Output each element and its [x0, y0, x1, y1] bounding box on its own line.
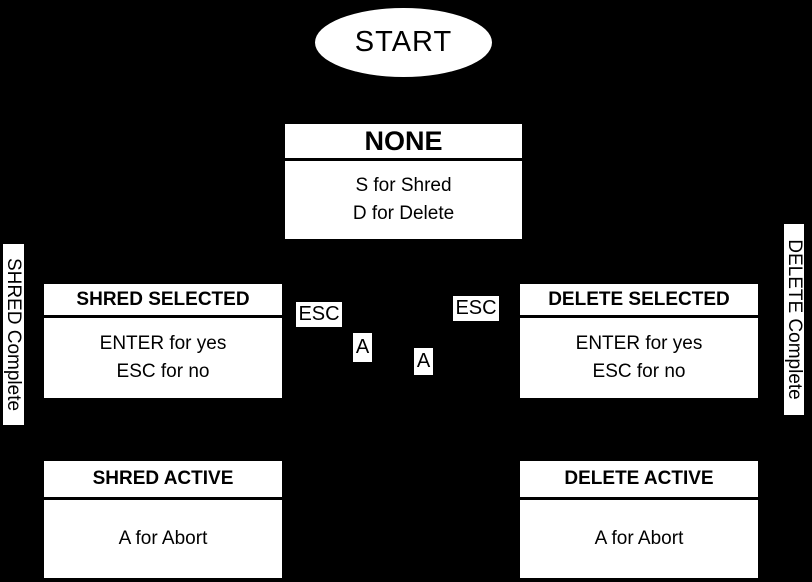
state-shred-active-line: A for Abort — [118, 528, 208, 549]
state-shred-selected-line: ESC for no — [116, 361, 210, 382]
edge-label-esc-right: ESC — [453, 296, 499, 321]
side-label-shred-complete: SHRED Complete — [3, 244, 25, 425]
state-none-line: S for Shred — [355, 175, 452, 196]
state-shred-active-body: A for Abort — [44, 500, 282, 578]
edge-label-a-left: A — [353, 333, 372, 362]
state-delete-active-line: A for Abort — [594, 528, 684, 549]
state-shred-selected-title: SHRED SELECTED — [44, 284, 282, 318]
state-shred-selected: SHRED SELECTED ENTER for yes ESC for no — [44, 284, 282, 398]
edge-label-a-right: A — [414, 348, 433, 375]
state-none: NONE S for Shred D for Delete — [285, 124, 522, 239]
state-delete-active-title: DELETE ACTIVE — [520, 461, 758, 500]
state-shred-active-title: SHRED ACTIVE — [44, 461, 282, 500]
start-node-label: START — [354, 26, 453, 58]
state-delete-selected-line: ESC for no — [592, 361, 686, 382]
state-shred-active: SHRED ACTIVE A for Abort — [44, 461, 282, 578]
state-delete-selected-title: DELETE SELECTED — [520, 284, 758, 318]
state-delete-selected-line: ENTER for yes — [575, 333, 703, 354]
state-shred-selected-line: ENTER for yes — [99, 333, 227, 354]
edge-label-esc-left: ESC — [296, 302, 342, 327]
side-label-delete-complete: DELETE Complete — [784, 224, 805, 415]
start-node: START — [315, 8, 492, 77]
state-none-title: NONE — [285, 124, 522, 161]
state-delete-active: DELETE ACTIVE A for Abort — [520, 461, 758, 578]
state-none-line: D for Delete — [352, 203, 455, 224]
state-delete-active-body: A for Abort — [520, 500, 758, 578]
state-none-body: S for Shred D for Delete — [285, 161, 522, 239]
state-delete-selected-body: ENTER for yes ESC for no — [520, 318, 758, 398]
state-shred-selected-body: ENTER for yes ESC for no — [44, 318, 282, 398]
state-delete-selected: DELETE SELECTED ENTER for yes ESC for no — [520, 284, 758, 398]
